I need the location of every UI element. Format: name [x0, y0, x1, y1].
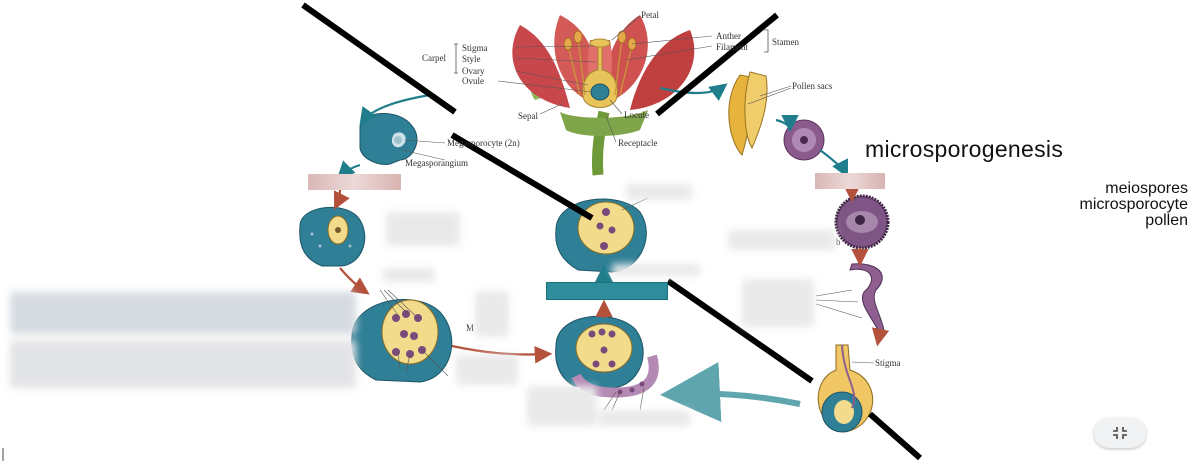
ovule-embryo-sac	[352, 290, 452, 382]
answer-box-redacted	[386, 212, 460, 246]
answer-box-teal	[546, 282, 668, 300]
answer-box-redacted	[612, 264, 700, 276]
answer-box-redacted	[456, 355, 518, 385]
label-stigma: Stigma	[462, 43, 488, 53]
answer-box-redacted	[742, 279, 814, 327]
answer-box-redacted	[308, 174, 401, 190]
answer-box-redacted	[10, 292, 356, 334]
label-anther: Anther	[716, 31, 741, 41]
label-petal: Petal	[641, 10, 659, 20]
pollen-grain	[836, 196, 888, 248]
label-style: Style	[462, 54, 481, 64]
term-pollen: pollen	[1145, 212, 1188, 230]
label-megasporocyte: Megasporocyte (2n)	[447, 138, 520, 148]
label-stigma-lower: Stigma	[875, 358, 901, 368]
answer-box-redacted	[383, 268, 435, 282]
fertilization-pistil	[818, 345, 874, 432]
answer-box-redacted	[598, 410, 690, 426]
ovule-megasporocyte	[360, 113, 445, 164]
ovule-meiosis	[300, 207, 365, 266]
ovule-top-center	[556, 198, 648, 272]
label-ovary: Ovary	[462, 66, 485, 76]
label-stamen: Stamen	[772, 37, 799, 47]
label-partial-b: b	[836, 237, 841, 247]
answer-box-redacted	[815, 173, 885, 189]
label-sepal: Sepal	[518, 111, 538, 121]
answer-box-redacted	[728, 230, 836, 250]
collapse-icon	[1112, 426, 1128, 440]
label-filament: Filament	[716, 42, 748, 52]
label-pollen-sacs: Pollen sacs	[792, 81, 832, 91]
anther-illustration	[729, 72, 791, 155]
answer-box-redacted	[10, 340, 356, 388]
label-megasporangium: Megasporangium	[405, 158, 468, 168]
label-ovule: Ovule	[462, 76, 484, 86]
label-carpel: Carpel	[422, 53, 446, 63]
answer-box-redacted	[475, 291, 509, 337]
pollen-tube	[816, 264, 884, 330]
side-title: microsporogenesis	[865, 136, 1063, 163]
answer-box-redacted	[626, 184, 692, 200]
label-partial-m: M	[466, 323, 474, 333]
label-receptacle: Receptacle	[618, 138, 657, 148]
label-locule: Locule	[624, 110, 649, 120]
exit-fullscreen-button[interactable]	[1094, 418, 1146, 448]
answer-box-redacted	[527, 386, 597, 426]
